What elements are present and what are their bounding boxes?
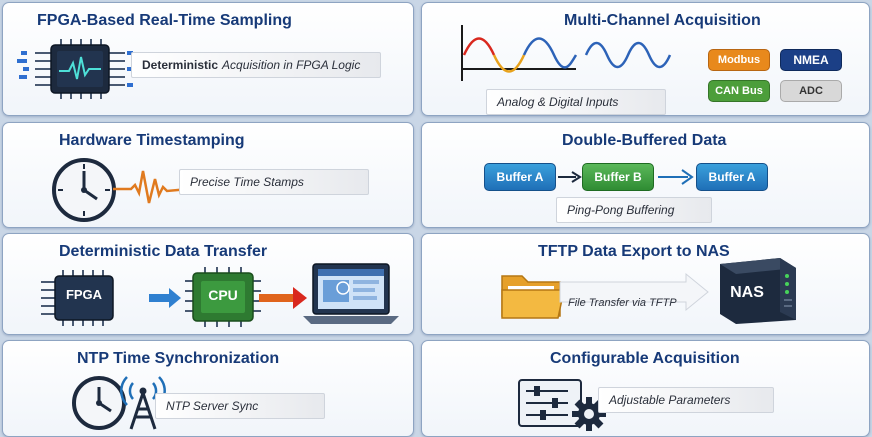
clock-icon [52,158,116,222]
tag-adc: ADC [780,80,842,102]
caption-ribbon: Analog & Digital Inputs [486,89,666,115]
nas-icon [720,258,796,324]
caption-text: Adjustable Parameters [609,393,731,407]
clock-icon [72,376,126,430]
arrow-icon [658,169,694,185]
card-title: Double-Buffered Data [562,132,727,149]
card-tftp-export: TFTP Data Export to NAS File Transfer vi… [421,233,870,335]
cpu-label: CPU [208,287,238,303]
caption-ribbon: Ping-Pong Buffering [556,197,712,223]
waveform-icon [461,25,672,81]
card-timestamping: Hardware Timestamping Precise Time Stamp… [2,122,414,228]
arrow-icon [259,287,307,309]
sliders-icon [518,379,582,427]
fpga-chip-icon [41,270,114,326]
tag-can-bus: CAN Bus [708,80,770,102]
cpu-chip-icon [185,267,261,327]
card-fpga-sampling: FPGA-Based Real-Time Sampling Determinis… [2,2,414,116]
caption-text: Analog & Digital Inputs [497,95,619,109]
card-multi-channel: Multi-Channel Acquisition Analog & Digit… [421,2,870,116]
card-ntp-sync: NTP Time Synchronization NTP Server Sync [2,340,414,437]
card-title: FPGA-Based Real-Time Sampling [37,12,292,29]
fpga-label: FPGA [65,287,103,302]
caption-ribbon: Precise Time Stamps [179,169,369,195]
card-data-transfer: Deterministic Data Transfer FPGA CPU [2,233,414,335]
caption-bold: Deterministic [142,58,219,72]
buffer-a-box: Buffer A [696,163,768,191]
folder-icon [501,275,565,319]
laptop-icon [303,263,399,324]
caption-text: File Transfer via TFTP [568,297,677,309]
card-title: Hardware Timestamping [59,132,245,149]
buffer-b-box: Buffer B [582,163,654,191]
caption-text: Ping-Pong Buffering [567,203,675,217]
caption-ribbon: NTP Server Sync [155,393,325,419]
card-title: Deterministic Data Transfer [59,243,268,260]
buffer-a-box: Buffer A [484,163,556,191]
arrow-icon [149,288,181,308]
tag-modbus: Modbus [708,49,770,71]
tag-nmea: NMEA [780,49,842,71]
arrow-icon [559,272,709,312]
card-title: TFTP Data Export to NAS [538,243,730,260]
card-title: Configurable Acquisition [550,350,740,367]
caption-text: Precise Time Stamps [190,175,304,189]
caption-text: NTP Server Sync [166,399,259,413]
card-title: Multi-Channel Acquisition [564,12,761,29]
caption-ribbon: Adjustable Parameters [598,387,774,413]
card-configurable: Configurable Acquisition Adjustable Para… [421,340,870,437]
card-title: NTP Time Synchronization [77,350,280,367]
pulse-waveform-icon [113,170,190,204]
caption-text: Acquisition in FPGA Logic [222,58,361,72]
arrow-icon [558,171,582,183]
nas-label: NAS [730,284,764,301]
caption-ribbon: Deterministic Acquisition in FPGA Logic [131,52,381,78]
card-double-buffer: Double-Buffered Data Buffer A Buffer B B… [421,122,870,228]
chip-waveform-icon [17,39,137,99]
